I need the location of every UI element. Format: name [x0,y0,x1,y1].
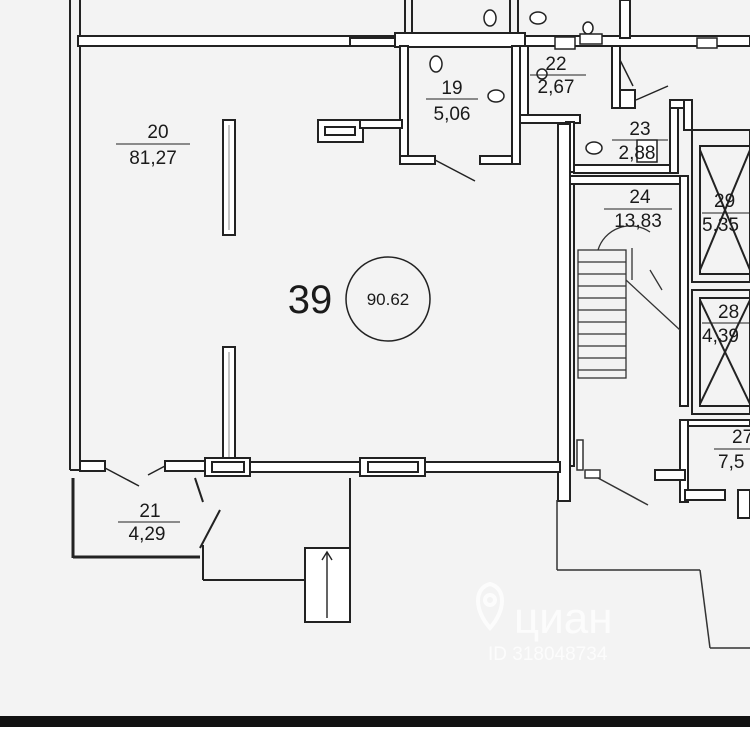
room-21-area: 4,29 [129,524,166,545]
room-28-number: 28 [718,302,739,323]
room-29-area: 5,35 [702,215,739,236]
outer-wall-left [69,0,200,559]
room-24-area: 13,83 [614,211,662,232]
elevator-shafts [691,129,750,415]
wall-top-room-20 [77,35,401,47]
stair-flight [577,225,681,379]
room-24-number: 24 [629,187,651,208]
room-20-area: 81,27 [129,148,177,169]
room-28-area: 4,39 [702,326,739,347]
room-27-area: 7,5 [718,452,744,473]
watermark: циан ID 318048734 [476,581,613,665]
room-22-area: 2,67 [538,77,575,98]
room-27-walls [654,419,750,519]
room-20-number: 20 [147,122,168,143]
outside-lines [556,439,750,649]
room-23-area: 2,88 [619,143,656,164]
room-27-number: 27 [732,427,750,448]
room-29-number: 29 [714,191,735,212]
unit-total-area: 90.62 [367,290,410,309]
vent-icon [554,33,718,163]
watermark-brand: циан [514,594,613,643]
pin-icon [476,581,504,632]
room-23-number: 23 [629,119,650,140]
room-19-area: 5,06 [434,104,471,125]
bottom-bar [0,716,750,727]
entrance-steps [304,547,351,623]
room-labels: 20 81,27 19 5,06 22 2,67 23 2,88 24 13,8… [116,54,750,545]
wall-bottom-room-20 [79,457,561,477]
upper-bathrooms [394,0,750,48]
room-20-partitions [222,119,236,473]
toilet-icon [429,9,603,155]
room-22-walls [519,45,636,124]
total-area-circle [345,256,431,342]
room-19-number: 19 [441,78,462,99]
room-22-number: 22 [545,54,566,75]
watermark-id: ID 318048734 [488,644,608,665]
stair-room-24 [557,123,689,502]
unit-number: 39 [288,278,333,322]
room-21-number: 21 [139,501,160,522]
room-19-walls [317,45,521,165]
